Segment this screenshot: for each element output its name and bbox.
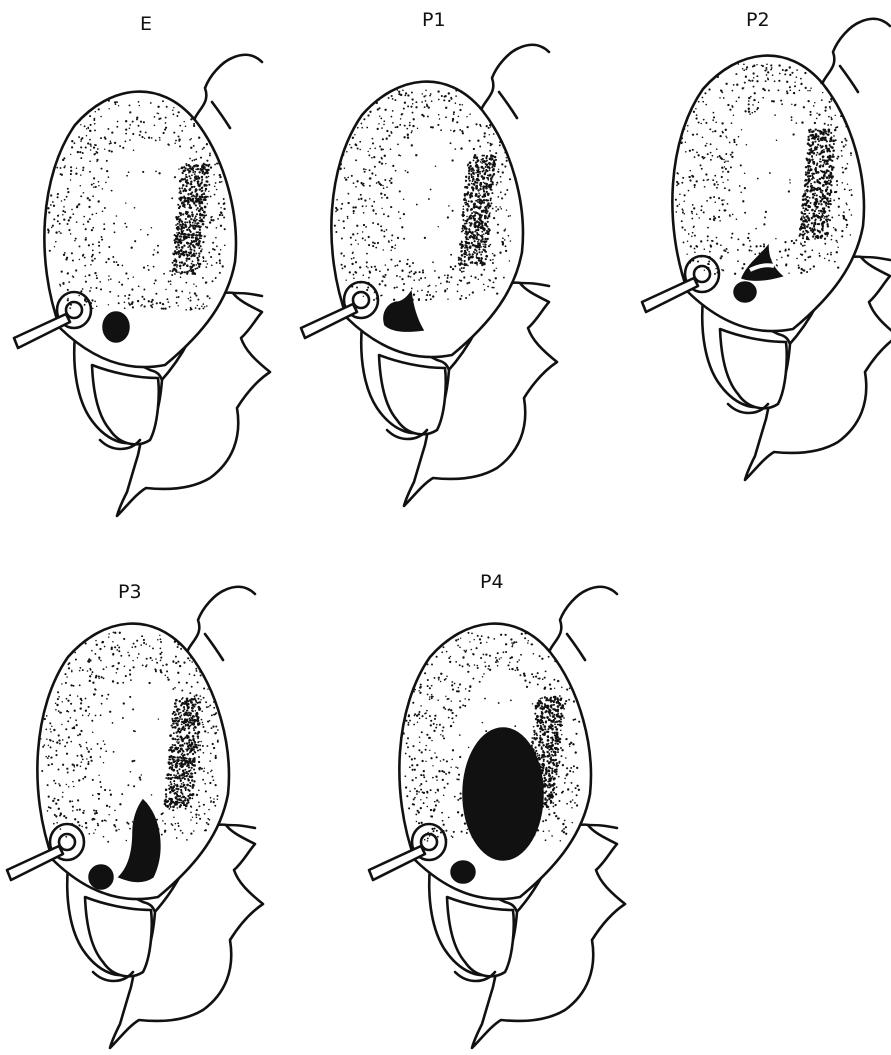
spot-p4-large <box>463 728 543 860</box>
panel-label-p2: P2 <box>746 9 770 31</box>
panel-label-p4: P4 <box>480 571 504 593</box>
spot-e <box>103 312 129 342</box>
spot-p2-dot <box>734 282 756 302</box>
panel-label-p1: P1 <box>422 9 446 31</box>
panel-p1: P1 <box>301 9 557 506</box>
head-drawing-p1 <box>301 45 557 506</box>
panel-label-p3: P3 <box>118 581 142 603</box>
panel-e: E <box>14 13 270 516</box>
spot-p3-dot <box>89 865 113 889</box>
panel-p3: P3 <box>7 581 263 1048</box>
panel-p4: P4 <box>369 571 625 1048</box>
head-drawing-e <box>14 55 270 516</box>
spot-p4-dot <box>451 861 475 883</box>
panel-label-e: E <box>140 13 152 35</box>
panel-p2: P2 <box>642 9 891 480</box>
